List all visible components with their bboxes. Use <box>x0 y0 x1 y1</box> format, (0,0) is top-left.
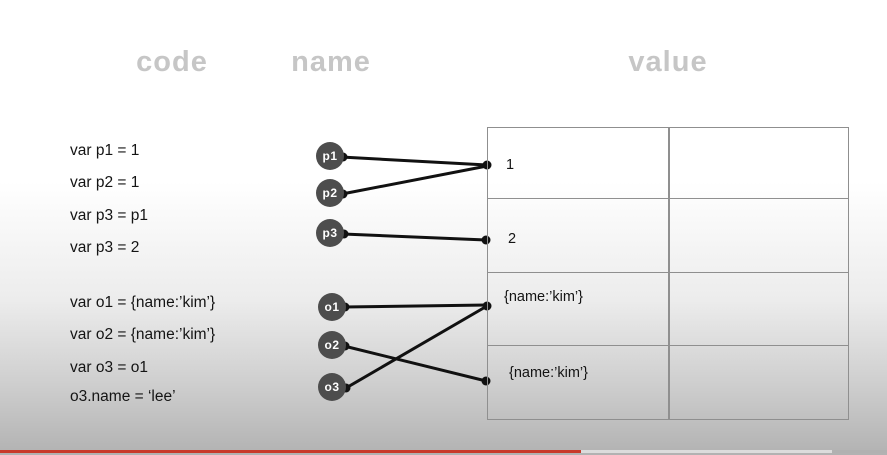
code-line-var-o3: var o3 = o1 <box>70 359 148 376</box>
variable-node-p3: p3 <box>316 219 344 247</box>
variable-node-p1: p1 <box>316 142 344 170</box>
progress-buffered-segment[interactable] <box>581 450 832 453</box>
code-line-var-p1: var p1 = 1 <box>70 142 140 159</box>
connector-p3-to-row2 <box>342 232 487 242</box>
connector-o1-to-row3 <box>343 303 488 309</box>
connector-p2-to-row1 <box>341 164 488 196</box>
code-line-var-o1: var o1 = {name:’kim’} <box>70 294 216 311</box>
value-table-column-divider <box>668 128 670 419</box>
value-table-row-divider-3 <box>488 345 848 346</box>
code-line-var-p2: var p2 = 1 <box>70 174 140 191</box>
code-line-var-o2: var o2 = {name:’kim’} <box>70 326 216 343</box>
progress-played-segment[interactable] <box>0 450 581 453</box>
variable-node-o1: o1 <box>318 293 346 321</box>
connector-o2-to-row4 <box>343 344 487 383</box>
video-progress-bar[interactable] <box>0 450 887 453</box>
value-cell-row2: 2 <box>508 231 517 247</box>
value-cell-row3: {name:’kim’} <box>504 289 583 305</box>
column-header-value: value <box>628 46 708 78</box>
value-table: 1 2 {name:’kim’} {name:’kim’} <box>487 127 849 420</box>
column-header-code: code <box>136 46 208 78</box>
connector-o3-to-row3 <box>345 304 488 390</box>
code-line-o3-name-lee: o3.name = ‘lee’ <box>70 388 176 405</box>
progress-remaining-segment[interactable] <box>832 450 887 453</box>
variable-node-o3: o3 <box>318 373 346 401</box>
value-table-row-divider-2 <box>488 272 848 273</box>
connector-p1-to-row1 <box>340 155 488 167</box>
variable-node-p2: p2 <box>316 179 344 207</box>
variable-node-o2: o2 <box>318 331 346 359</box>
value-table-row-divider-1 <box>488 198 848 199</box>
value-cell-row1: 1 <box>506 157 515 173</box>
code-line-var-p3-p1: var p3 = p1 <box>70 207 148 224</box>
code-line-var-p3-2: var p3 = 2 <box>70 239 140 256</box>
column-header-name: name <box>291 46 371 78</box>
value-cell-row4: {name:’kim’} <box>509 365 588 381</box>
